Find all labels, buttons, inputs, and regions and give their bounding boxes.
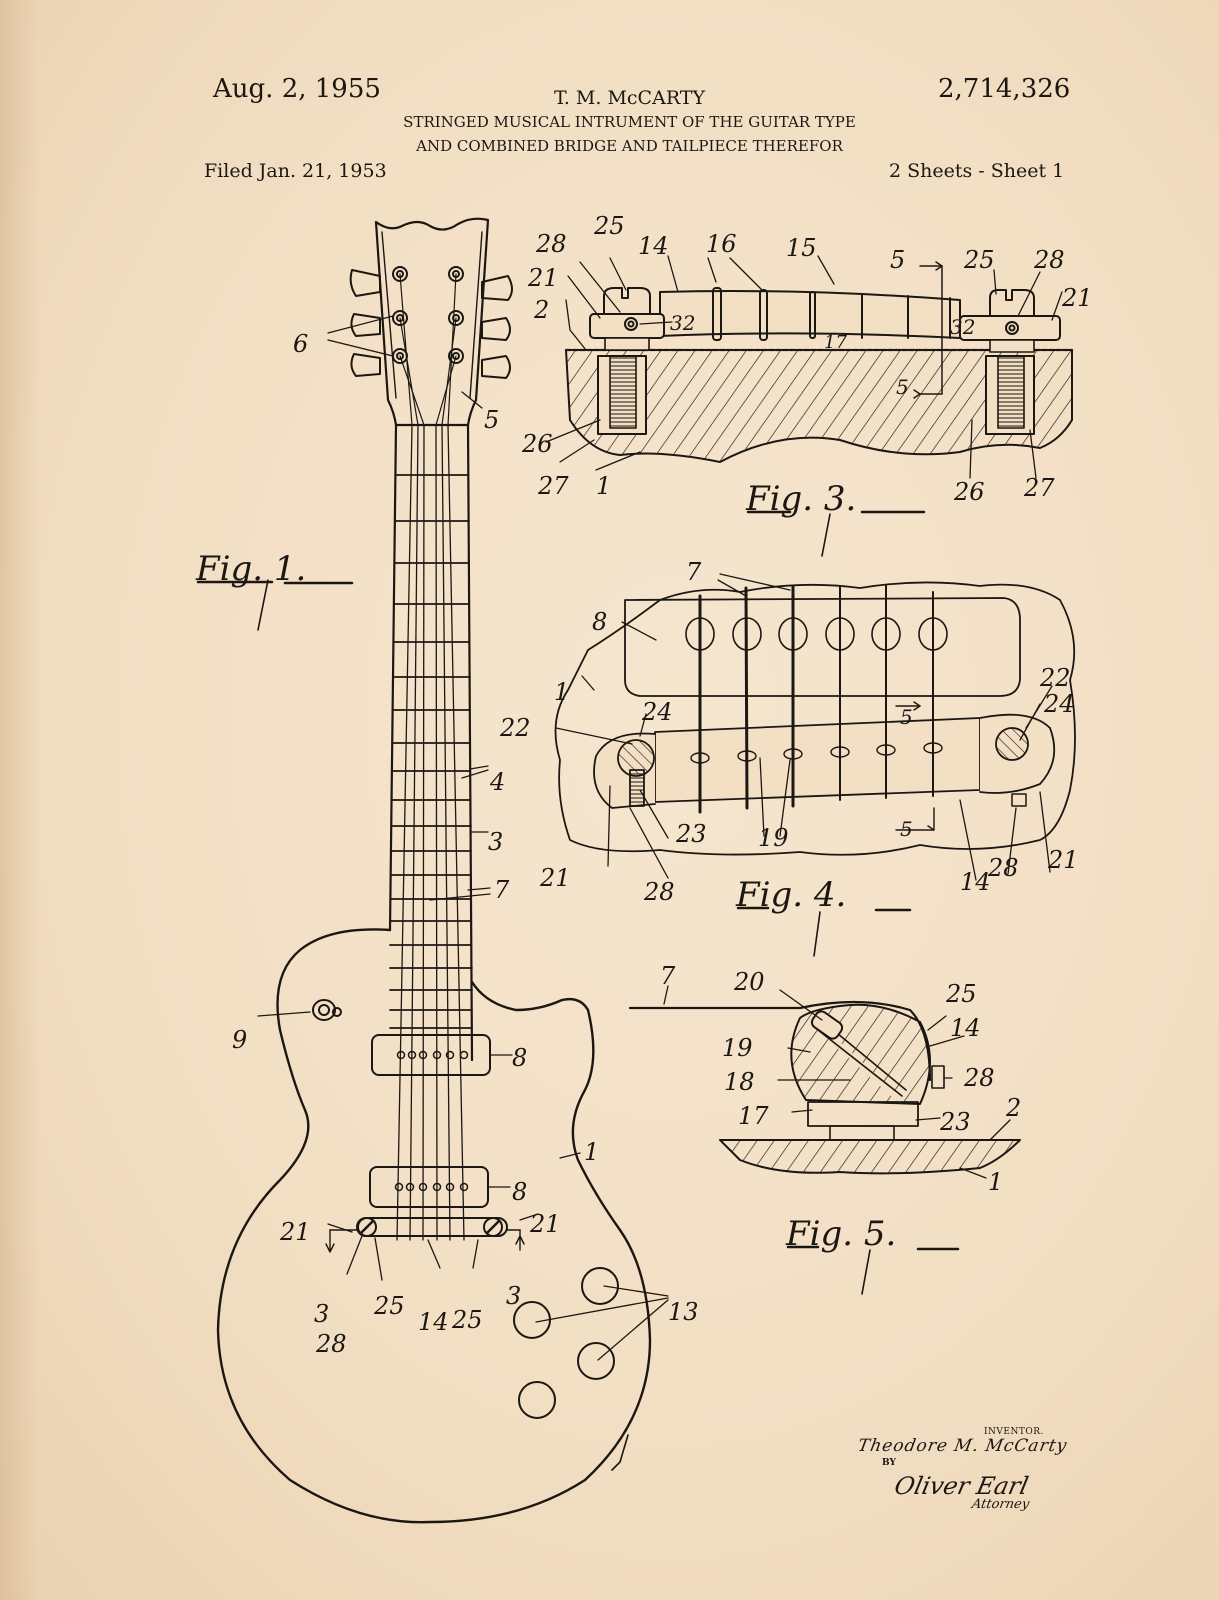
svg-text:28: 28	[963, 1064, 995, 1092]
svg-text:2: 2	[533, 296, 549, 324]
fig1-label: Fig. 1.	[195, 549, 306, 589]
svg-text:5: 5	[484, 406, 499, 434]
tuner-pegs-left	[349, 266, 408, 377]
fig3-label: Fig. 3.	[745, 479, 856, 519]
patent-title-line-1: STRINGED MUSICAL INTRUMENT OF THE GUITAR…	[403, 113, 856, 131]
svg-text:21: 21	[279, 1218, 311, 1246]
inventor-caption: INVENTOR.	[984, 1427, 1044, 1437]
svg-text:4: 4	[489, 768, 505, 796]
svg-text:26: 26	[521, 430, 553, 458]
svg-text:25: 25	[945, 980, 977, 1008]
svg-text:1: 1	[596, 472, 611, 500]
svg-text:23: 23	[675, 820, 707, 848]
svg-text:17: 17	[738, 1102, 769, 1130]
svg-text:28: 28	[1033, 246, 1065, 274]
svg-text:20: 20	[733, 968, 765, 996]
svg-text:25: 25	[451, 1306, 483, 1334]
fig5-bridge-cross-section	[628, 985, 1021, 1179]
svg-text:25: 25	[963, 246, 995, 274]
svg-text:8: 8	[592, 608, 607, 636]
guitar-strings	[396, 424, 465, 1241]
svg-text:17: 17	[824, 332, 847, 353]
guitar-body-outline	[216, 928, 652, 1524]
svg-text:18: 18	[724, 1068, 755, 1096]
svg-text:1: 1	[554, 678, 569, 706]
svg-text:28: 28	[643, 878, 675, 906]
fig4-bridge-top-view	[554, 573, 1076, 881]
svg-text:6: 6	[293, 330, 308, 358]
svg-text:23: 23	[939, 1108, 971, 1136]
svg-text:22: 22	[499, 714, 531, 742]
svg-text:14: 14	[638, 232, 669, 260]
svg-text:3: 3	[506, 1282, 521, 1310]
tuner-pegs-right	[448, 266, 513, 379]
by-caption: BY	[882, 1458, 896, 1468]
bridge-pickup	[369, 1166, 489, 1208]
svg-text:3: 3	[488, 828, 503, 856]
svg-text:26: 26	[953, 478, 985, 506]
svg-text:5: 5	[900, 817, 913, 841]
svg-text:14: 14	[950, 1014, 981, 1042]
svg-text:21: 21	[1047, 846, 1079, 874]
fig3-reference-numerals: 28 25 14 16 15 5 25 28 21 21 2 32 32 17 …	[521, 212, 1093, 506]
svg-text:28: 28	[315, 1330, 347, 1358]
fig5-reference-numerals: 7 20 25 14 19 18 28 17 23 2 1	[660, 962, 1021, 1196]
fig5-label: Fig. 5.	[785, 1214, 896, 1254]
svg-text:5: 5	[890, 246, 905, 274]
fig3-bridge-section	[545, 255, 1074, 479]
patent-date: Aug. 2, 1955	[213, 74, 381, 104]
patent-number: 2,714,326	[938, 74, 1071, 104]
svg-text:9: 9	[232, 1026, 247, 1054]
svg-text:21: 21	[529, 1210, 561, 1238]
svg-text:21: 21	[1061, 284, 1093, 312]
svg-text:5: 5	[900, 705, 913, 729]
svg-text:7: 7	[494, 876, 510, 904]
svg-text:27: 27	[537, 472, 569, 500]
svg-text:14: 14	[418, 1308, 449, 1336]
control-knobs	[513, 1267, 619, 1419]
svg-text:28: 28	[535, 230, 567, 258]
fig4-reference-numerals: 7 8 1 22 24 22 24 5 23 19 5 21 28 14 28 …	[499, 558, 1079, 906]
svg-text:15: 15	[786, 234, 817, 262]
svg-text:3: 3	[314, 1300, 329, 1328]
svg-text:32: 32	[950, 315, 975, 339]
sheet-count: 2 Sheets - Sheet 1	[889, 160, 1065, 182]
svg-text:19: 19	[758, 824, 789, 852]
svg-text:7: 7	[660, 962, 676, 990]
inventor-name-header: T. M. McCARTY	[553, 87, 706, 109]
figure-label-strokes	[196, 510, 960, 1295]
svg-text:22: 22	[1039, 664, 1071, 692]
filed-date: Filed Jan. 21, 1953	[204, 160, 387, 182]
paper-edge-shadow	[0, 0, 40, 1600]
svg-text:16: 16	[706, 230, 737, 258]
svg-text:32: 32	[670, 311, 695, 335]
svg-text:25: 25	[373, 1292, 405, 1320]
svg-text:24: 24	[1043, 690, 1075, 718]
fig4-label: Fig. 4.	[735, 875, 846, 915]
svg-text:21: 21	[539, 864, 571, 892]
svg-text:21: 21	[527, 264, 559, 292]
attorney-caption: Attorney	[970, 1497, 1031, 1512]
svg-text:2: 2	[1005, 1094, 1021, 1122]
fig1-reference-numerals: 6 5 4 3 7 9 8 8 1 21 21 3 3 25 14 25 28 …	[232, 330, 699, 1358]
svg-text:25: 25	[593, 212, 625, 240]
svg-text:1: 1	[584, 1138, 599, 1166]
attorney-signature: Oliver Earl	[892, 1472, 1031, 1500]
svg-text:7: 7	[686, 558, 702, 586]
inventor-signature: Theodore M. McCarty	[856, 1436, 1069, 1456]
svg-text:8: 8	[512, 1178, 527, 1206]
svg-text:1: 1	[988, 1168, 1003, 1196]
svg-text:28: 28	[987, 854, 1019, 882]
fig1-guitar	[216, 217, 669, 1524]
patent-title-line-2: AND COMBINED BRIDGE AND TAILPIECE THEREF…	[416, 137, 843, 155]
svg-text:27: 27	[1023, 474, 1055, 502]
svg-text:19: 19	[722, 1034, 753, 1062]
svg-text:14: 14	[960, 868, 991, 896]
svg-text:24: 24	[641, 698, 673, 726]
svg-text:5: 5	[896, 375, 909, 399]
svg-text:8: 8	[512, 1044, 527, 1072]
svg-text:13: 13	[668, 1298, 699, 1326]
